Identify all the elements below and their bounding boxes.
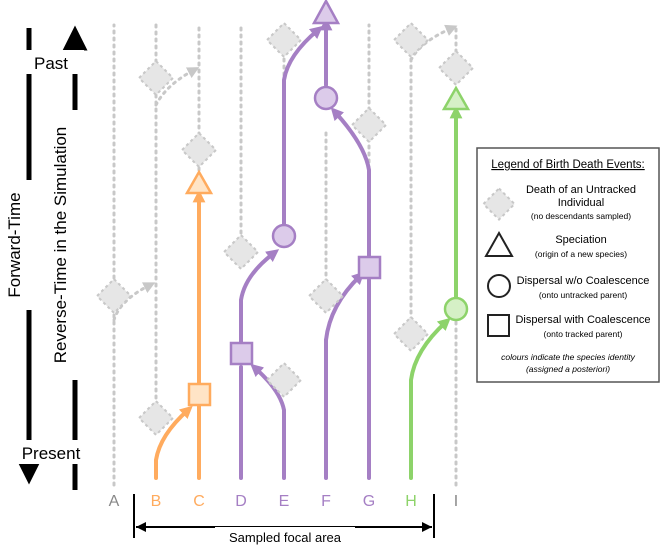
lineage-e-path: [250, 363, 286, 480]
dispersal-circle-icon: [313, 85, 339, 111]
death-diamond-icon: [137, 59, 175, 97]
dotted-branch-h: [409, 24, 458, 62]
coalescence-square-icon: [187, 382, 212, 407]
lineage-label-a: A: [109, 493, 120, 510]
death-diamond-icon: [180, 131, 218, 169]
death-diamond-icon: [350, 106, 388, 144]
time-axes: Past Present Forward-Time Reverse-Time i…: [5, 25, 90, 490]
legend-footnote-line2: (assigned a posteriori): [526, 364, 610, 374]
speciation-triangle-icon: [441, 85, 471, 111]
lineage-label-h: H: [405, 493, 417, 510]
lineage-d-upper-path: [239, 249, 280, 345]
past-label: Past: [34, 54, 68, 73]
present-label: Present: [22, 444, 81, 463]
past-label-bg: [22, 50, 84, 74]
legend-title: Legend of Birth Death Events:: [491, 159, 644, 171]
purple-species-lineages: [239, 17, 371, 480]
death-diamond-icon: [95, 277, 133, 315]
legend-item-1-line2: Individual: [558, 197, 604, 209]
legend-square-icon: [487, 314, 510, 337]
forward-label-bg: [18, 180, 40, 310]
dispersal-circle-icon: [443, 296, 469, 322]
bracket-right-arrowhead: [422, 522, 432, 532]
forward-time-label: Forward-Time: [5, 192, 24, 297]
lineage-labels: A B C D E F G H I: [109, 493, 459, 510]
legend-diamond-icon: [482, 187, 516, 221]
lineage-g-upper-path: [330, 107, 371, 258]
death-diamond-icon: [437, 49, 475, 87]
lineage-label-c: C: [193, 493, 205, 510]
sampled-area-label: Sampled focal area: [229, 530, 342, 545]
bracket-left-arrowhead: [136, 522, 146, 532]
lineage-b-path: [154, 405, 193, 480]
speciation-triangle-icon: [184, 169, 214, 195]
lineage-h-path: [409, 317, 451, 480]
speciation-triangle-icon: [311, 0, 341, 25]
legend-item-3-note: (onto untracked parent): [539, 290, 628, 300]
reverse-label-bg: [57, 110, 79, 380]
lineage-label-f: F: [321, 493, 331, 510]
death-diamond-icon: [265, 361, 303, 399]
coalescence-square-icon: [357, 255, 382, 280]
lineage-label-b: B: [151, 493, 162, 510]
lineage-f-branch-path: [324, 271, 365, 342]
lineage-label-d: D: [235, 493, 247, 510]
lineage-label-i: I: [454, 493, 458, 510]
dotted-branch-b: [154, 67, 200, 107]
reverse-time-label: Reverse-Time in the Simulation: [51, 127, 70, 364]
legend-item-1-line1: Death of an Untracked: [526, 184, 636, 196]
legend-item-4-note: (onto tracked parent): [544, 329, 623, 339]
legend: Legend of Birth Death Events: Death of a…: [476, 147, 660, 383]
legend-item-3-line1: Dispersal w/o Coalescence: [517, 275, 650, 287]
coalescence-square-icon: [229, 341, 254, 366]
green-species-lineages: [409, 105, 463, 480]
legend-item-1-note: (no descendants sampled): [531, 211, 631, 221]
legend-triangle-icon: [484, 230, 514, 257]
legend-footnote-line1: colours indicate the species identity: [501, 352, 635, 362]
orange-species-lineages: [154, 189, 206, 480]
present-label-bg: [14, 440, 90, 464]
death-diamond-icon: [392, 21, 430, 59]
dispersal-coalescence-events: [187, 255, 382, 407]
death-diamond-icon: [222, 233, 260, 271]
sampled-area-label-bg: [215, 527, 355, 547]
lineage-label-e: E: [279, 493, 290, 510]
speciation-events: [184, 0, 471, 195]
legend-box: [476, 147, 660, 383]
legend-item-2-note: (origin of a new species): [535, 249, 627, 259]
dispersal-no-coalescence-events: [271, 85, 469, 322]
legend-circle-icon: [487, 274, 511, 298]
legend-item-2-line1: Speciation: [555, 234, 606, 246]
lineage-e-upper-path: [282, 25, 323, 226]
lineage-label-g: G: [363, 493, 375, 510]
dispersal-circle-icon: [271, 223, 297, 249]
legend-item-4-line1: Dispersal with Coalescence: [515, 314, 650, 326]
